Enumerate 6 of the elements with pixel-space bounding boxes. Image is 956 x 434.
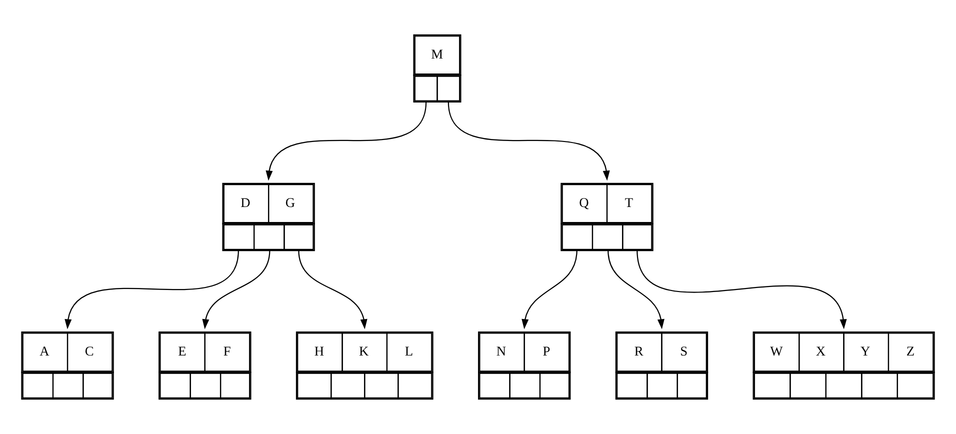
arrow — [202, 250, 270, 330]
arrow — [298, 250, 368, 330]
arrow — [64, 250, 239, 330]
arrow — [608, 250, 664, 330]
arrow — [522, 250, 578, 330]
arrow — [636, 250, 847, 330]
